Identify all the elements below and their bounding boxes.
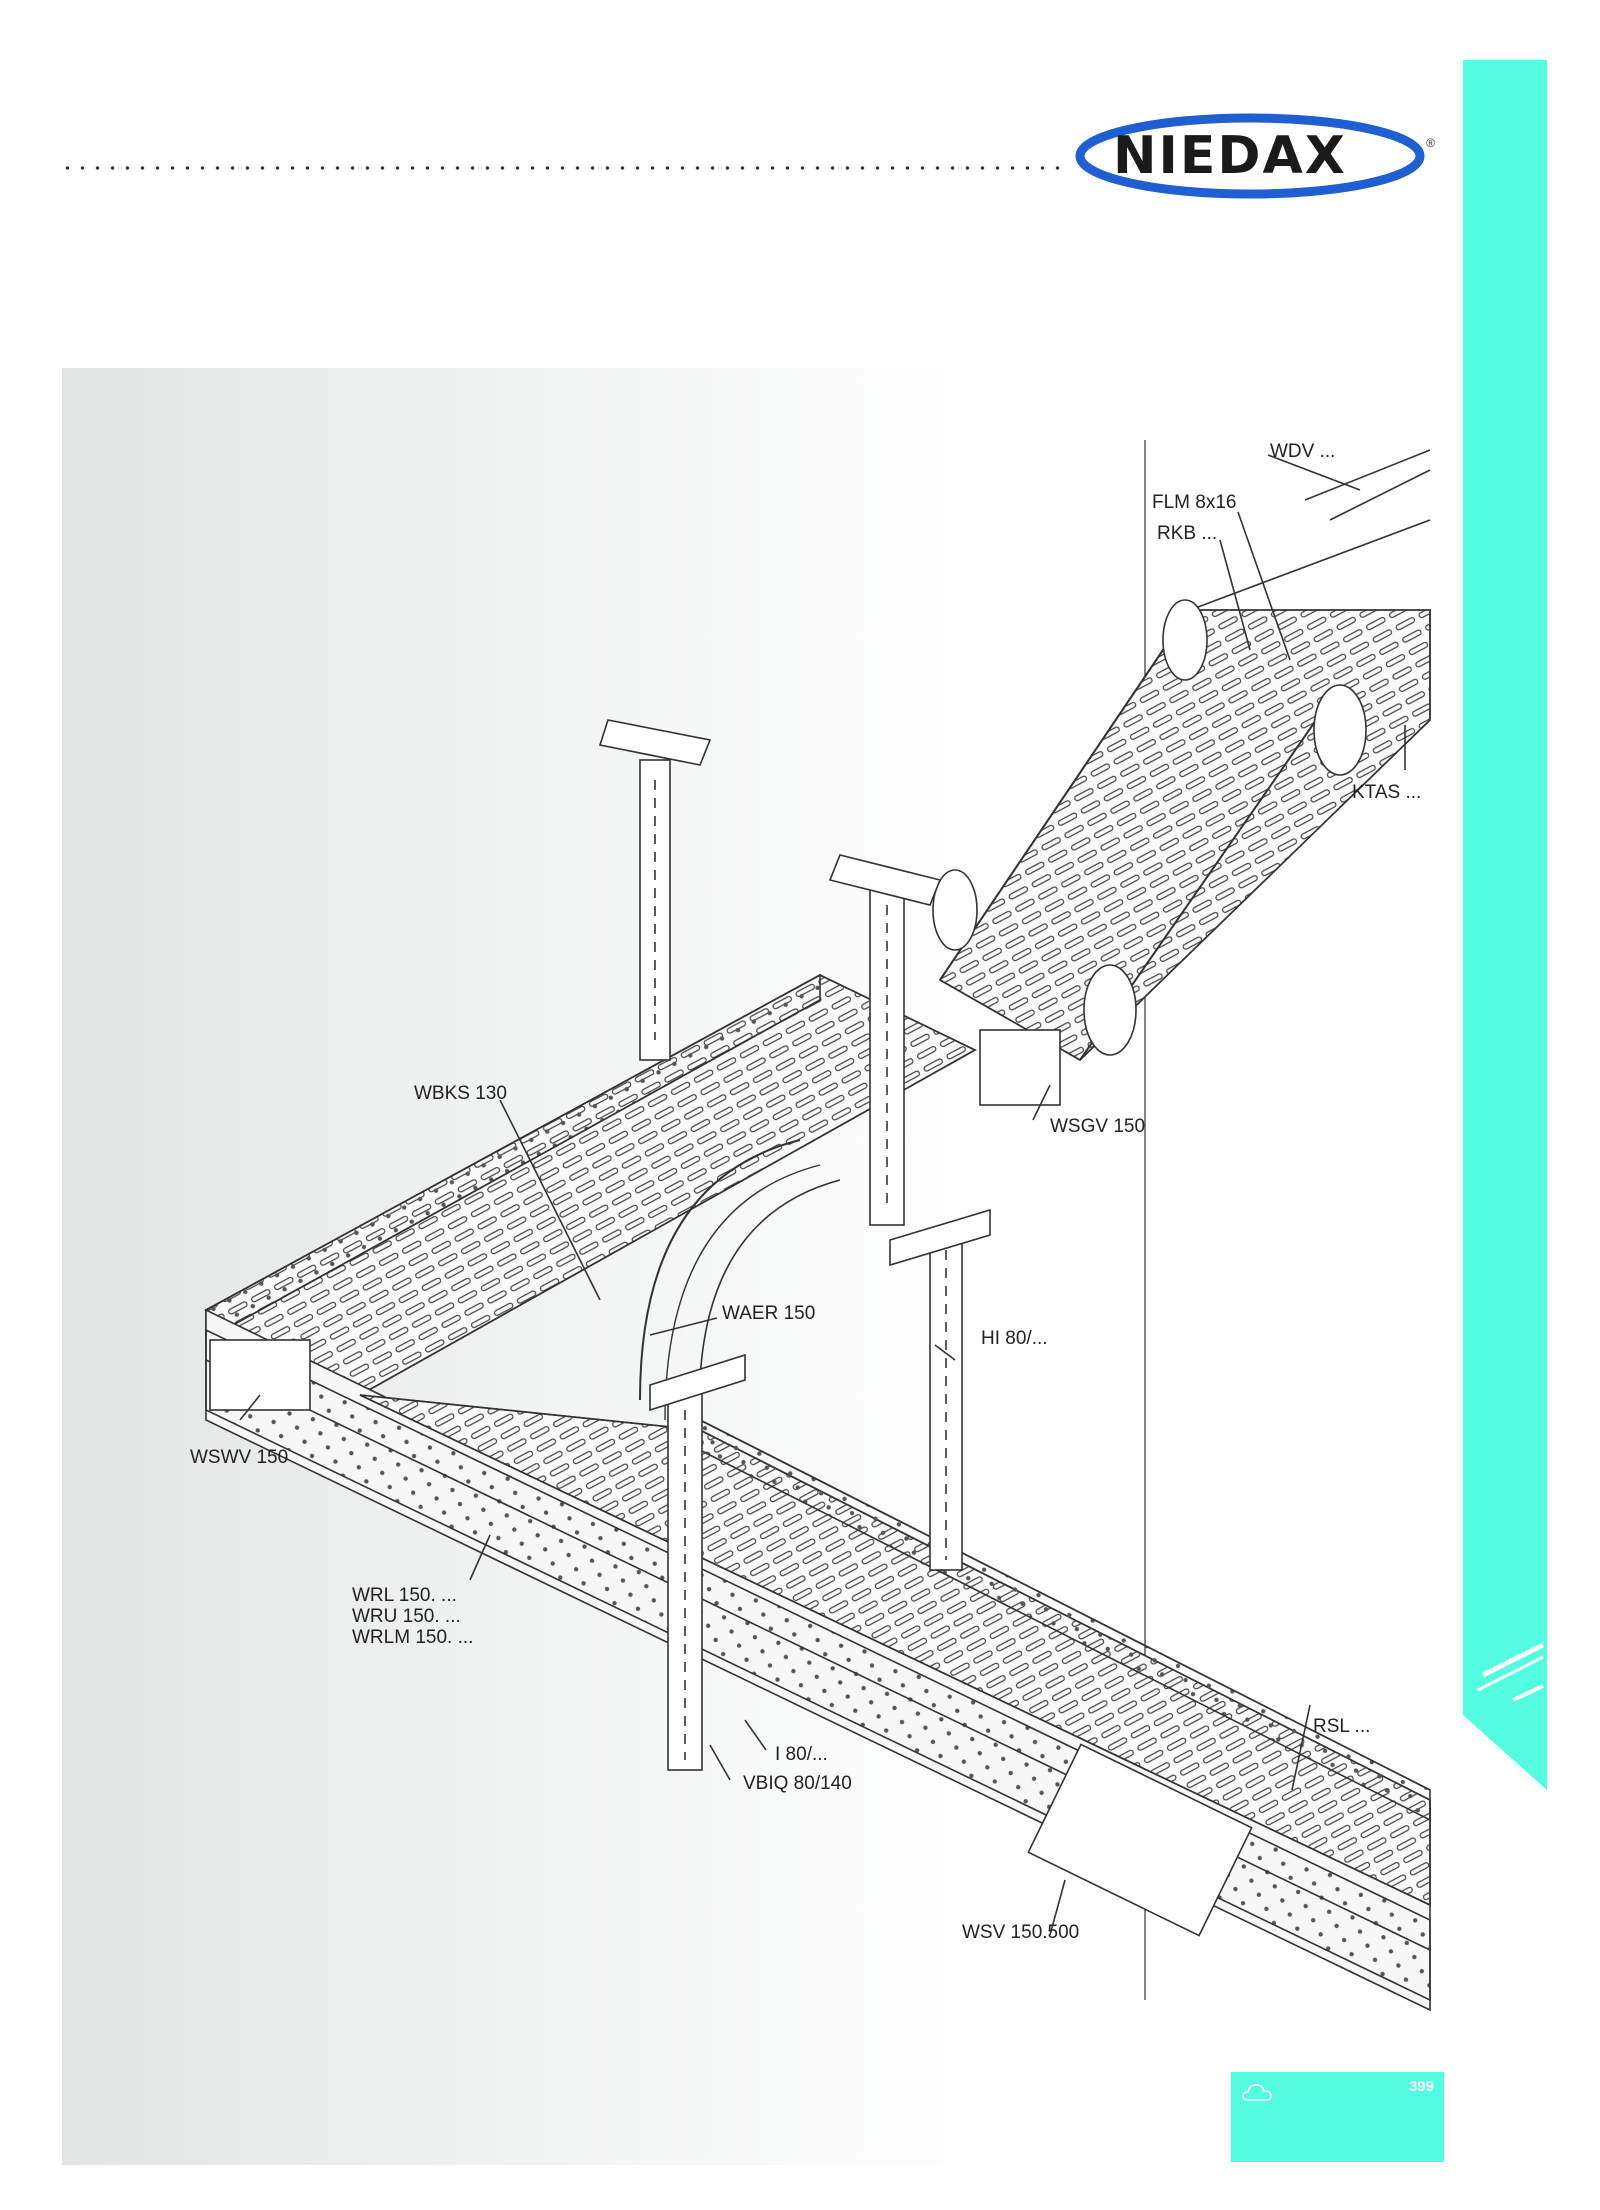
label-i80: I 80/... (775, 1744, 828, 1765)
dotted-rule (60, 166, 1070, 170)
label-wrlm: WRLM 150. ... (352, 1627, 474, 1648)
niedax-logo: NIEDAX ® (1075, 112, 1435, 200)
label-rkb: RKB ... (1157, 523, 1218, 544)
label-hi: HI 80/... (981, 1328, 1048, 1349)
page-number: 399 (1408, 2078, 1434, 2095)
label-rsl: RSL ... (1313, 1716, 1371, 1737)
label-wbks: WBKS 130 (414, 1083, 507, 1104)
logo-wordmark: NIEDAX (1113, 126, 1347, 186)
label-wsgv: WSGV 150 (1050, 1116, 1146, 1137)
label-wrl: WRL 150. ... (352, 1585, 457, 1606)
label-waer: WAER 150 (722, 1303, 816, 1324)
label-wswv: WSWV 150 (190, 1447, 289, 1468)
label-flm: FLM 8x16 (1152, 492, 1237, 513)
registered-mark: ® (1426, 136, 1435, 150)
label-wsv: WSV 150.500 (962, 1922, 1080, 1943)
label-wdv: WDV ... (1270, 441, 1336, 462)
label-ktas: KTAS ... (1352, 782, 1422, 803)
section-tab (1463, 60, 1547, 1790)
label-vbiq: VBIQ 80/140 (743, 1773, 852, 1794)
page-footer: 399 (1231, 2072, 1444, 2162)
cloud-icon (1242, 2084, 1272, 2101)
label-wru: WRU 150. ... (352, 1606, 461, 1627)
